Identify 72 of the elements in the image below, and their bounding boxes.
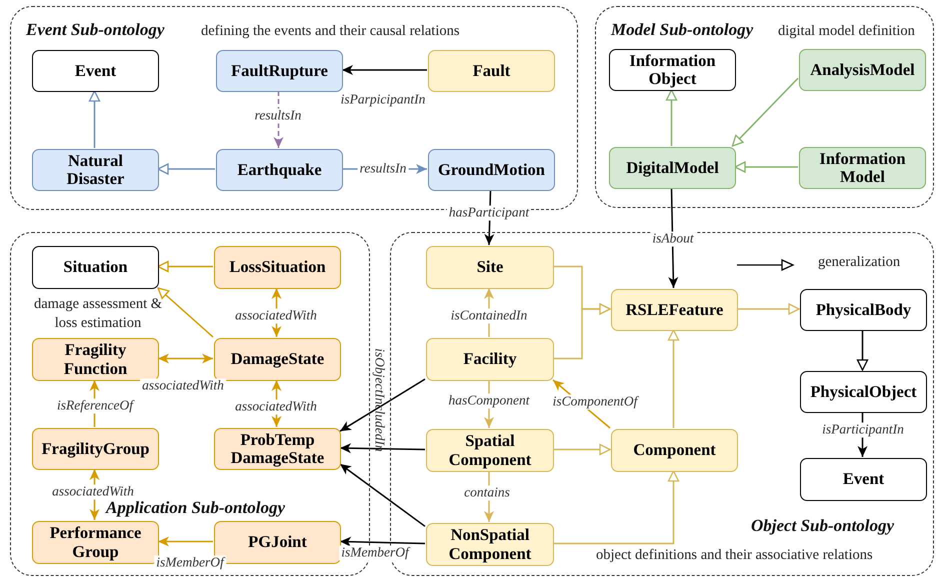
- generalization-arrow: [157, 163, 215, 175]
- edge-label: isComponentOf: [550, 394, 640, 410]
- edge-label: isParpicipantIn: [338, 92, 428, 108]
- edge-label: resultsIn: [252, 108, 304, 124]
- class-box: LossSituation: [214, 246, 341, 289]
- edge-label: isContainedIn: [448, 308, 530, 324]
- edge-label: hasParticipant: [446, 206, 532, 220]
- generalization-arrow: [732, 78, 799, 147]
- group-title: Model Sub-ontology: [611, 20, 754, 40]
- edge-label: isAbout: [650, 232, 696, 246]
- relation-arrow: [340, 536, 426, 547]
- class-box: RSLEFeature: [611, 289, 738, 331]
- group-title: Event Sub-ontology: [26, 20, 164, 40]
- class-box: Event: [800, 458, 927, 501]
- edge-label: isMemberOf: [339, 546, 411, 560]
- relation-arrow: [340, 443, 426, 454]
- edge-label: isParticipantIn: [820, 422, 906, 438]
- legend-label: generalization: [818, 254, 900, 271]
- generalization-arrow: [737, 303, 800, 315]
- generalization-arrow: [157, 260, 213, 272]
- generalization-arrow: [856, 330, 868, 371]
- class-box: DamageState: [214, 338, 341, 381]
- class-box: Earthquake: [216, 149, 343, 191]
- generalization-arrow: [668, 329, 680, 428]
- generalization-arrow: [553, 444, 611, 456]
- class-box: NonSpatial Component: [426, 523, 554, 566]
- group-description: damage assessment & loss estimation: [32, 295, 164, 333]
- edge-label: isReferenceOf: [55, 398, 135, 414]
- edge-label: isObjectIncludedIn: [372, 347, 386, 454]
- class-box: FaultRupture: [216, 50, 343, 92]
- edge-label: associatedWith: [50, 484, 136, 500]
- class-box: ProbTemp DamageState: [214, 428, 341, 470]
- group-description: digital model definition: [778, 22, 916, 41]
- class-box: FragilityGroup: [32, 428, 159, 470]
- class-box: Spatial Component: [426, 429, 554, 472]
- edge-label: associatedWith: [233, 308, 319, 324]
- edge-label: hasComponent: [446, 394, 532, 408]
- class-box: Information Model: [799, 147, 926, 189]
- group-description: defining the events and their causal relations: [201, 22, 460, 41]
- class-box: PhysicalObject: [800, 371, 927, 413]
- class-box: DigitalModel: [609, 147, 736, 189]
- class-box: Situation: [32, 246, 159, 289]
- relation-arrow: [158, 536, 213, 546]
- group-title: Object Sub-ontology: [751, 516, 894, 536]
- class-box: Natural Disaster: [32, 149, 159, 191]
- relation-arrow: [158, 354, 213, 364]
- generalization-arrow: [157, 287, 214, 338]
- class-box: AnalysisModel: [799, 49, 926, 91]
- relation-arrow: [274, 91, 284, 148]
- class-box: Fragility Function: [32, 338, 159, 381]
- generalization-arrow: [553, 470, 680, 544]
- generalization-arrow: [88, 90, 100, 148]
- class-box: Component: [611, 429, 738, 472]
- class-box: Fault: [428, 50, 555, 92]
- class-box: Facility: [426, 338, 554, 381]
- class-box: GroundMotion: [428, 149, 555, 191]
- generalization-arrow: [734, 161, 798, 173]
- group-title: Application Sub-ontology: [106, 498, 285, 518]
- relation-arrow: [342, 65, 427, 75]
- group-description: object definitions and their associative relations: [596, 546, 874, 565]
- ontology-group-frame: [595, 6, 934, 208]
- class-box: PhysicalBody: [800, 289, 927, 331]
- class-box: Site: [426, 246, 554, 289]
- edge-label: contains: [462, 486, 512, 500]
- generalization-arrow: [666, 89, 678, 146]
- class-box: Event: [32, 50, 159, 92]
- generalization-arrow: [553, 303, 611, 360]
- relation-arrow: [340, 378, 426, 432]
- edge-label: associatedWith: [233, 400, 319, 414]
- class-box: Information Object: [609, 49, 736, 91]
- edge-label: isMemberOf: [154, 556, 226, 570]
- relation-arrow: [340, 463, 426, 527]
